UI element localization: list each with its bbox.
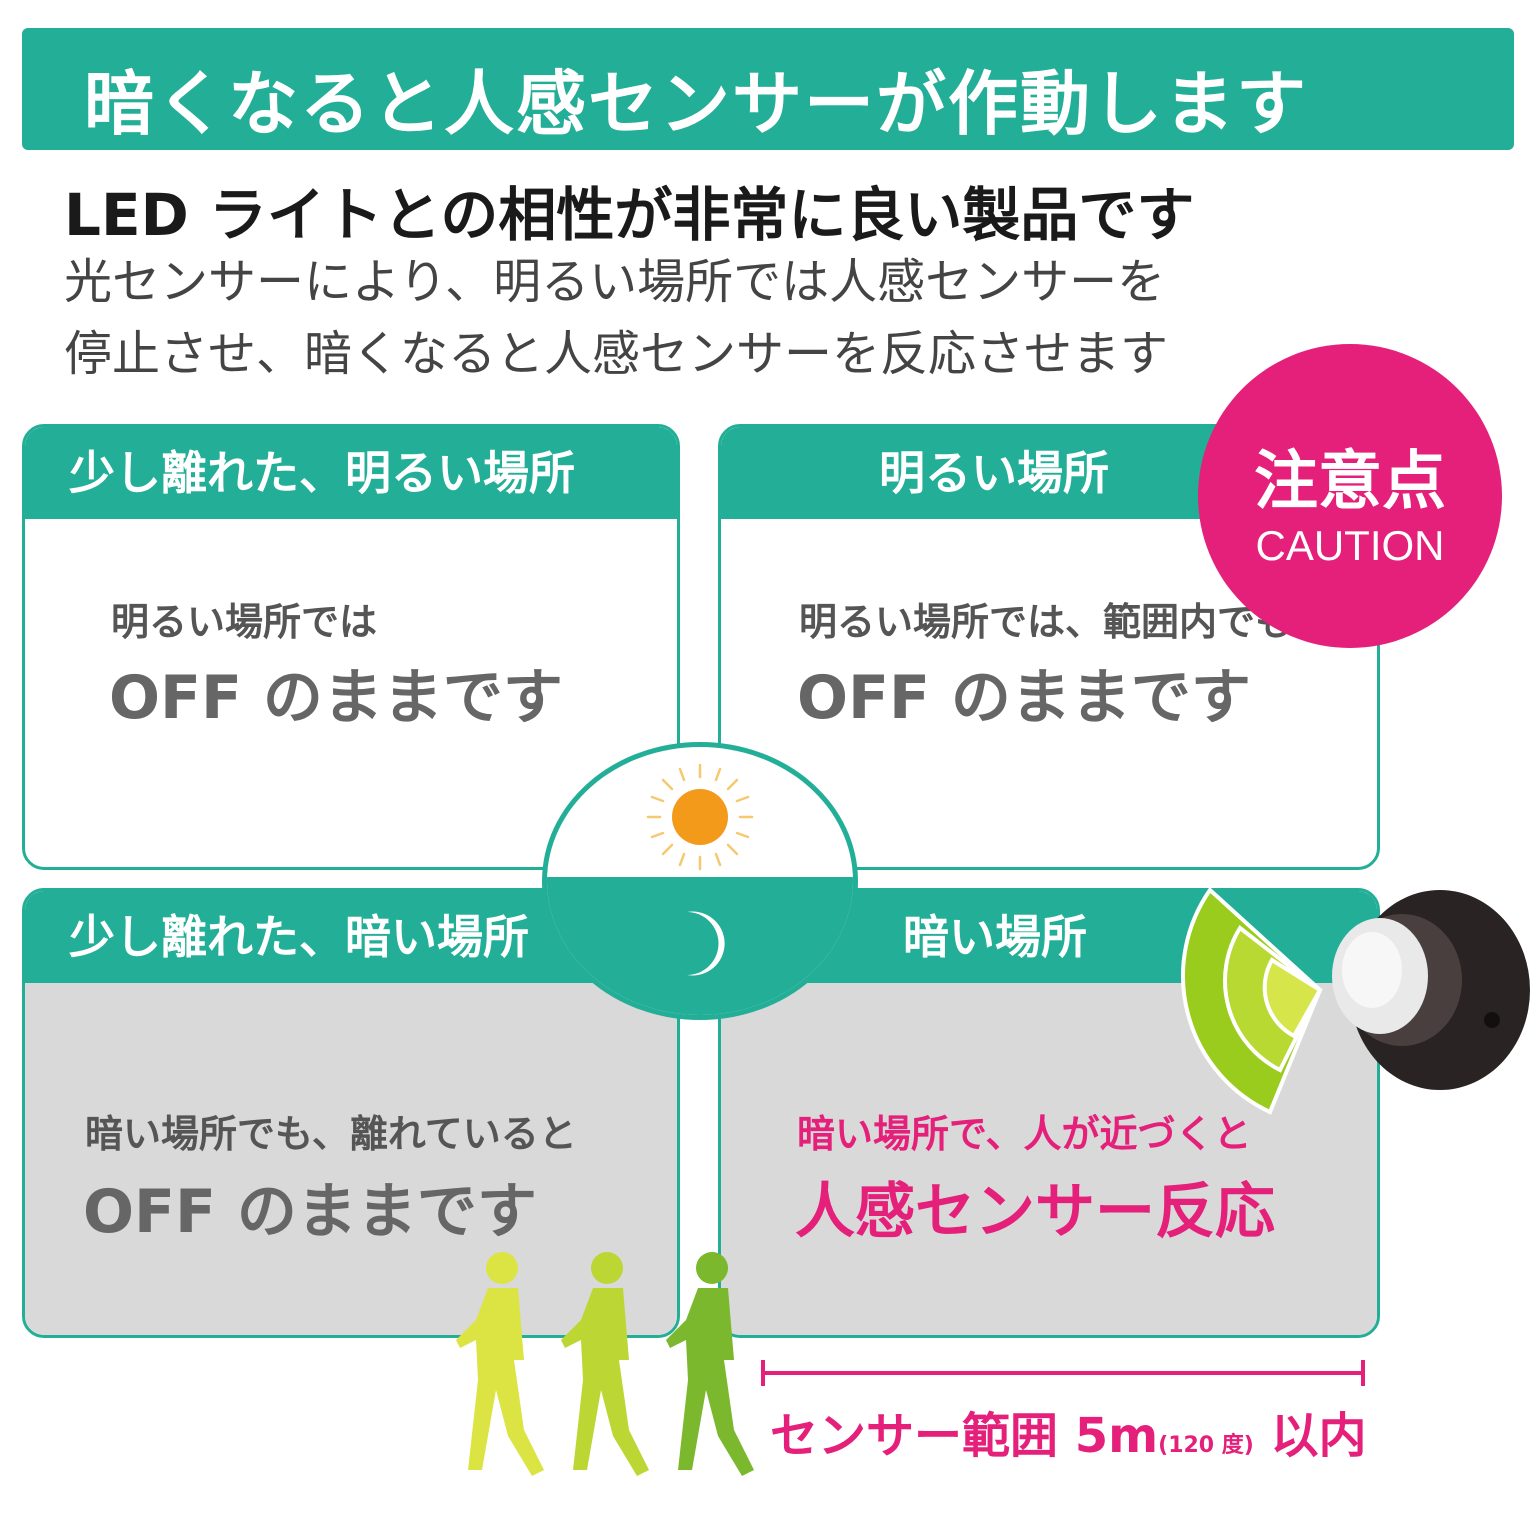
range-indicator — [761, 1360, 1365, 1386]
caution-en: CAUTION — [1255, 522, 1445, 569]
panel-header-label: 少し離れた、明るい場所 — [69, 446, 575, 500]
subheading: LED ライトとの相性が非常に良い製品です — [64, 181, 1195, 249]
day-night-indicator — [542, 742, 858, 1020]
range-text: センサー範囲 5m — [770, 1408, 1159, 1464]
sun-icon — [646, 763, 754, 871]
range-angle: (120 度) — [1158, 1433, 1254, 1458]
moon-icon — [687, 911, 725, 976]
panel-header-label: 少し離れた、暗い場所 — [69, 910, 529, 964]
panel-far-bright: 少し離れた、明るい場所 明るい場所では OFF のままです — [22, 424, 680, 870]
person-icon — [456, 1252, 544, 1476]
person-icon — [561, 1252, 649, 1476]
panel-caption: 明るい場所では、範囲内でも — [799, 600, 1294, 644]
panel-body: 明るい場所では OFF のままです — [25, 519, 677, 867]
panel-dark: 暗い場所 暗い場所で、人が近づくと 人感センサー反応 — [718, 888, 1380, 1338]
panel-status: OFF のままです — [109, 663, 563, 733]
caution-badge: 注意点 CAUTION — [1198, 344, 1502, 648]
sensor-light-icon — [1180, 886, 1530, 1115]
panel-header-label: 暗い場所 — [903, 910, 1087, 964]
panel-status: OFF のままです — [797, 663, 1251, 733]
sensor-device — [1332, 890, 1530, 1090]
person-icon — [666, 1252, 754, 1476]
caution-jp: 注意点 — [1254, 445, 1446, 519]
range-suffix: 以内 — [1253, 1408, 1367, 1464]
panel-caption: 明るい場所では — [111, 600, 378, 644]
panel-status: 人感センサー反応 — [795, 1177, 1275, 1247]
panel-far-dark: 少し離れた、暗い場所 暗い場所でも、離れていると OFF のままです — [22, 888, 680, 1338]
description: 光センサーにより、明るい場所では人感センサーを 停止させ、暗くなると人感センサー… — [64, 246, 1168, 390]
title-banner: 暗くなると人感センサーが作動します — [22, 28, 1514, 150]
day-night-graphic — [547, 763, 853, 1015]
description-line-2: 停止させ、暗くなると人感センサーを反応させます — [64, 326, 1169, 382]
panel-header-label: 明るい場所 — [879, 446, 1109, 500]
panel-header: 少し離れた、明るい場所 — [25, 427, 677, 519]
sensor-range-label: センサー範囲 5m(120 度) 以内 — [770, 1396, 1367, 1466]
sensor-waves — [1180, 886, 1323, 1115]
panel-caption: 暗い場所で、人が近づくと — [797, 1112, 1252, 1156]
people-illustration — [456, 1252, 754, 1476]
panel-body: 明るい場所では、範囲内でも OFF のままです — [721, 519, 1377, 867]
panel-caption: 暗い場所でも、離れていると — [85, 1112, 577, 1156]
panel-status: OFF のままです — [83, 1177, 537, 1247]
description-line-1: 光センサーにより、明るい場所では人感センサーを — [64, 254, 1166, 310]
banner-title: 暗くなると人感センサーが作動します — [84, 63, 1308, 145]
panel-body: 暗い場所でも、離れていると OFF のままです — [25, 983, 677, 1335]
